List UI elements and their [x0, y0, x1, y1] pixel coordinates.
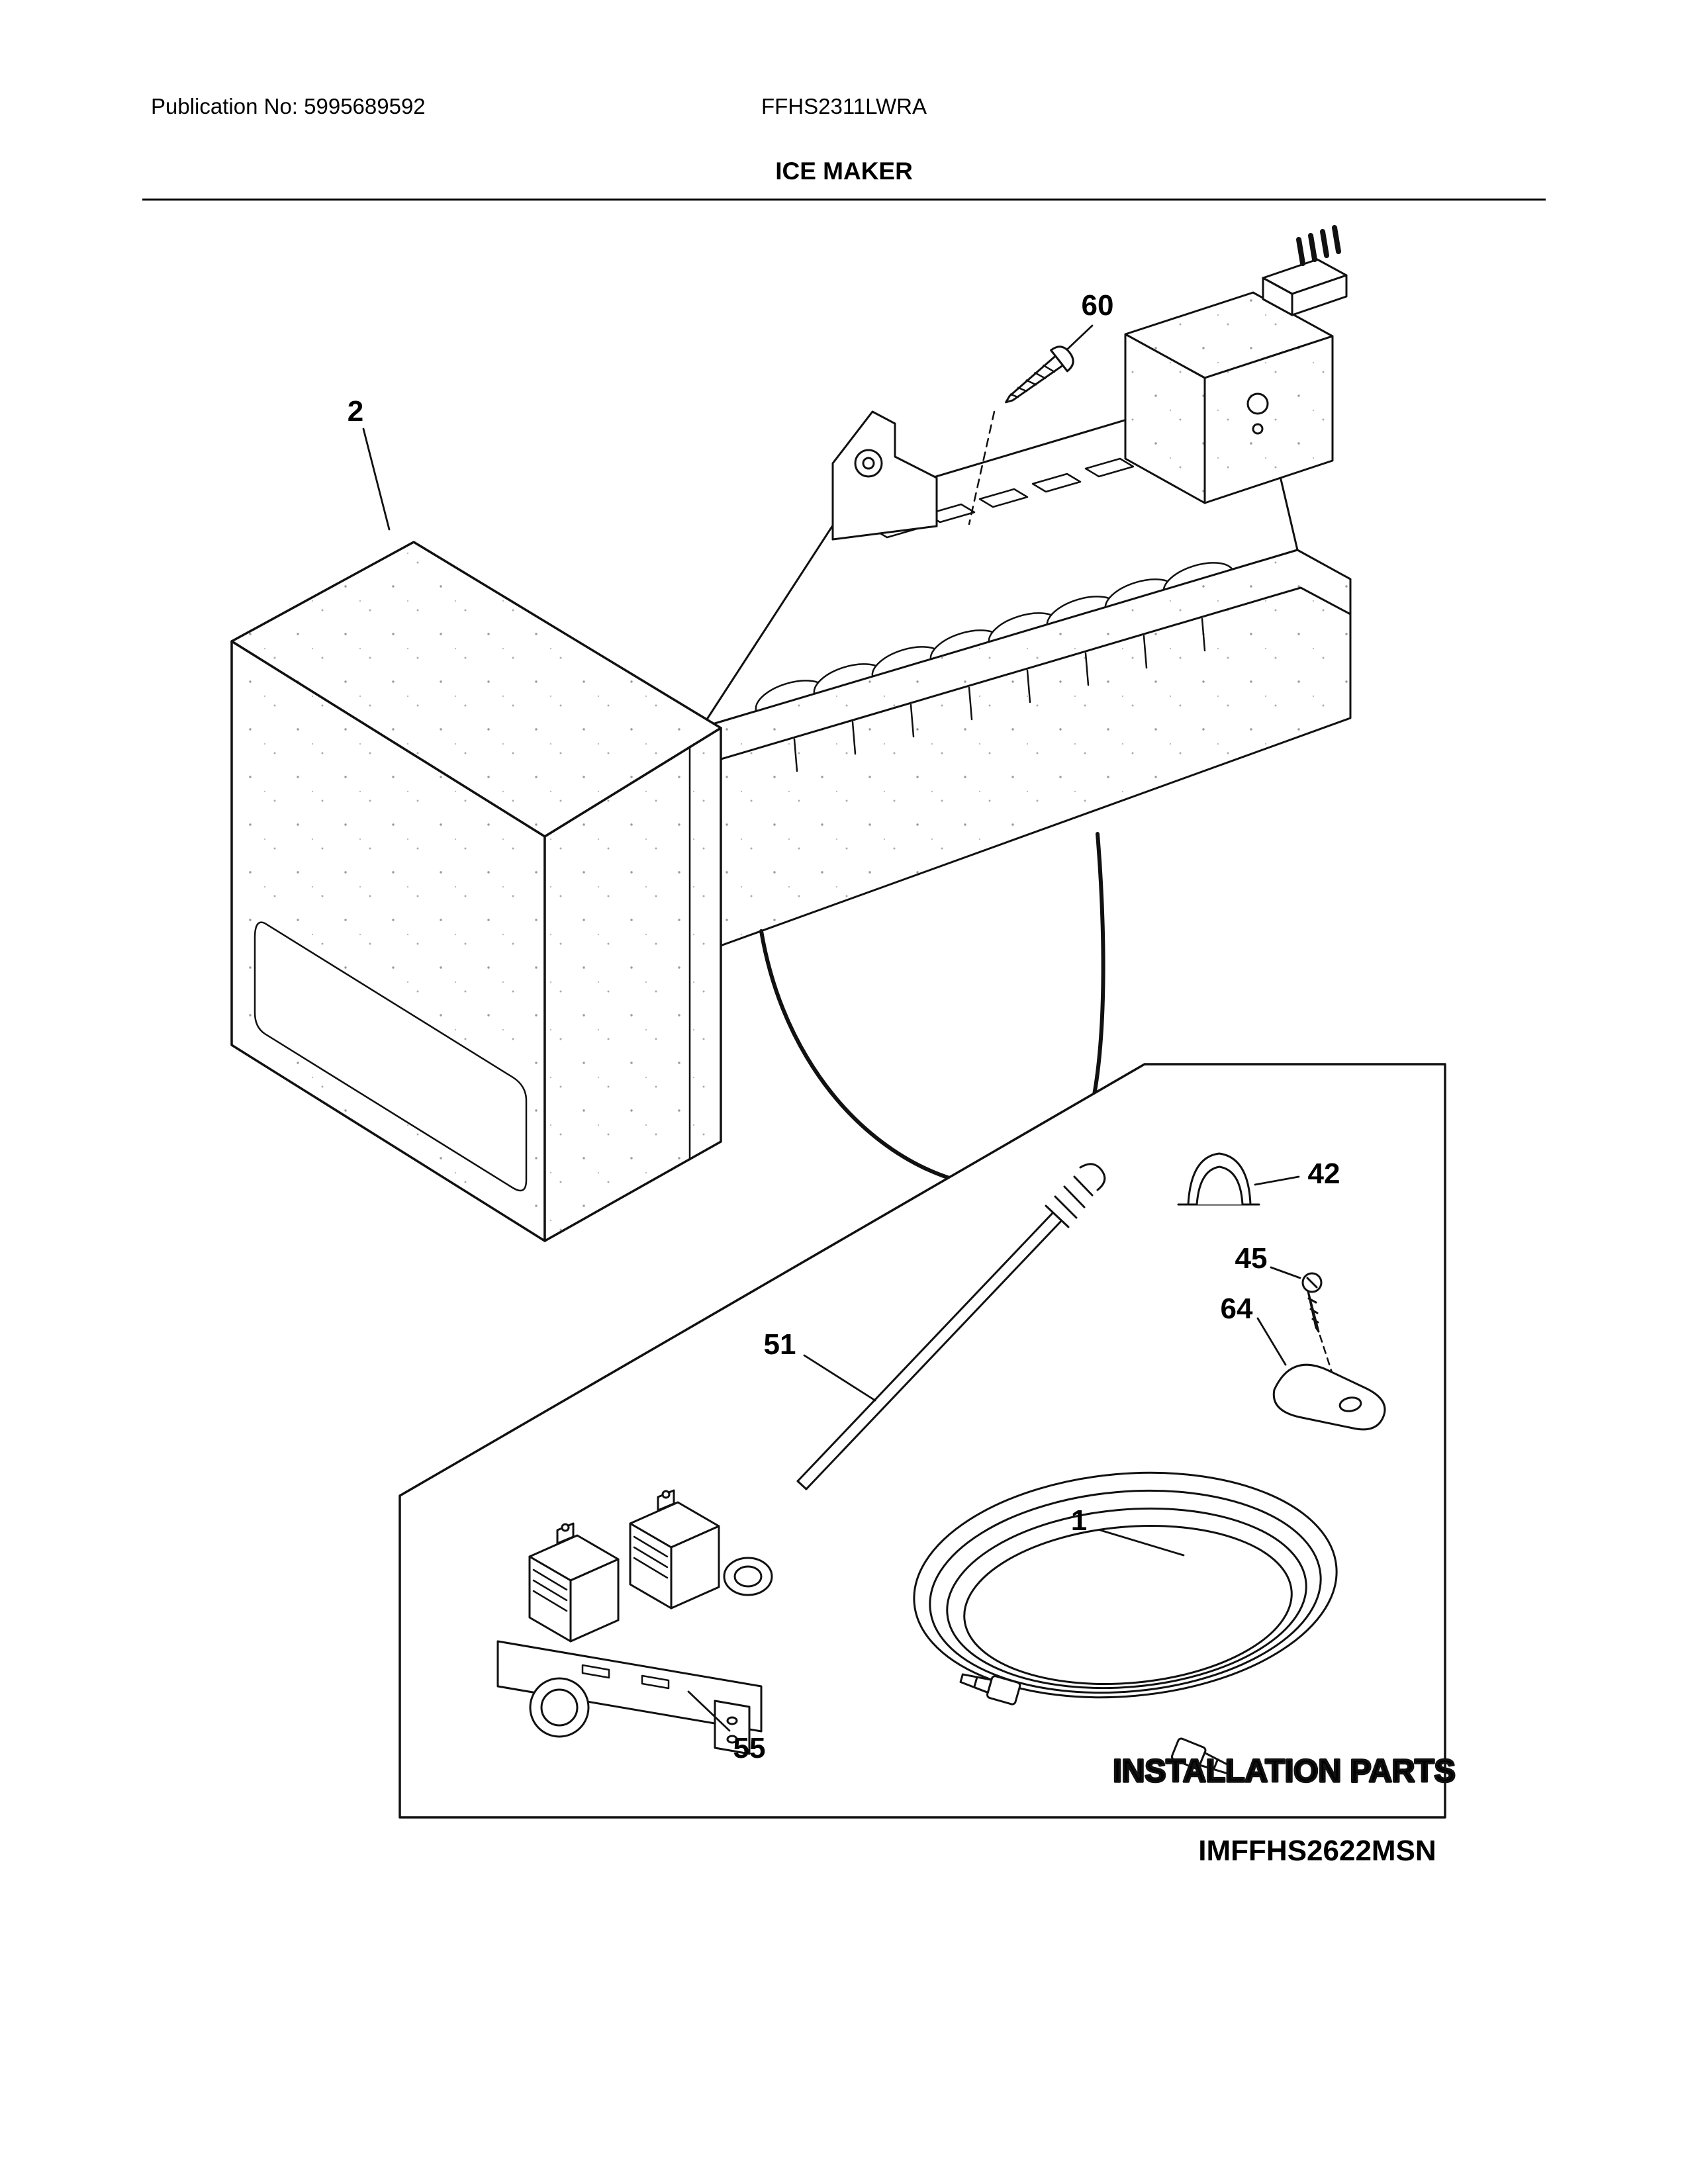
- cover-label-panel: [254, 921, 528, 1192]
- callout-64: 64: [1221, 1293, 1253, 1325]
- cover-side-face: [543, 727, 722, 1242]
- leader-1: [1099, 1529, 1185, 1557]
- kit-number: IMFFHS2622MSN: [1198, 1835, 1436, 1867]
- callout-55: 55: [733, 1732, 766, 1764]
- screw-60: [968, 345, 1074, 525]
- ice-maker-cover: [230, 541, 722, 1242]
- installation-box-border: [399, 1063, 1446, 1819]
- leader-60: [1066, 324, 1094, 351]
- tubing-coil-1: [913, 1471, 1338, 1775]
- leader-45: [1270, 1266, 1301, 1279]
- water-valve-55: [496, 1489, 773, 1755]
- leader-51: [803, 1354, 876, 1402]
- screw-60-dashed-line: [968, 410, 996, 525]
- model-number: FFHS2311LWRA: [761, 94, 927, 118]
- mold-rail-line: [702, 586, 1352, 766]
- callout-2: 2: [348, 395, 363, 428]
- publication-number: Publication No: 5995689592: [151, 94, 426, 118]
- screw-threads: [1009, 364, 1056, 398]
- harness-connector: [1262, 225, 1348, 316]
- title-divider: [142, 199, 1546, 201]
- ice-mold-assembly: [700, 225, 1352, 1189]
- fill-tube-51: [796, 1163, 1106, 1490]
- mold-front-ticks: [793, 617, 1206, 772]
- callout-45: 45: [1235, 1242, 1268, 1275]
- installation-parts-label: INSTALLATION PARTS: [1113, 1754, 1455, 1789]
- page-title: ICE MAKER: [775, 158, 913, 185]
- leader-2: [362, 428, 391, 531]
- tubing-fitting-right: [1170, 1737, 1232, 1775]
- installation-parts-box: INSTALLATION PARTS: [399, 1063, 1456, 1819]
- callout-leaders: [362, 324, 1301, 1732]
- leader-64: [1256, 1317, 1287, 1366]
- leader-55: [687, 1690, 731, 1732]
- leader-42: [1254, 1175, 1300, 1186]
- callout-51: 51: [764, 1328, 796, 1361]
- connector-pins: [1296, 225, 1341, 266]
- callout-60: 60: [1082, 289, 1114, 322]
- wiring-housing: [1124, 291, 1334, 504]
- callout-42: 42: [1308, 1158, 1340, 1190]
- clamp-42: [1177, 1152, 1260, 1206]
- callout-1: 1: [1071, 1504, 1087, 1537]
- tubing-fitting-left: [959, 1673, 1021, 1706]
- callout-numbers: 2 60 42 45 64 51 1 55: [348, 289, 1340, 1764]
- bracket-64: [1272, 1363, 1386, 1431]
- mounting-arm: [831, 410, 938, 541]
